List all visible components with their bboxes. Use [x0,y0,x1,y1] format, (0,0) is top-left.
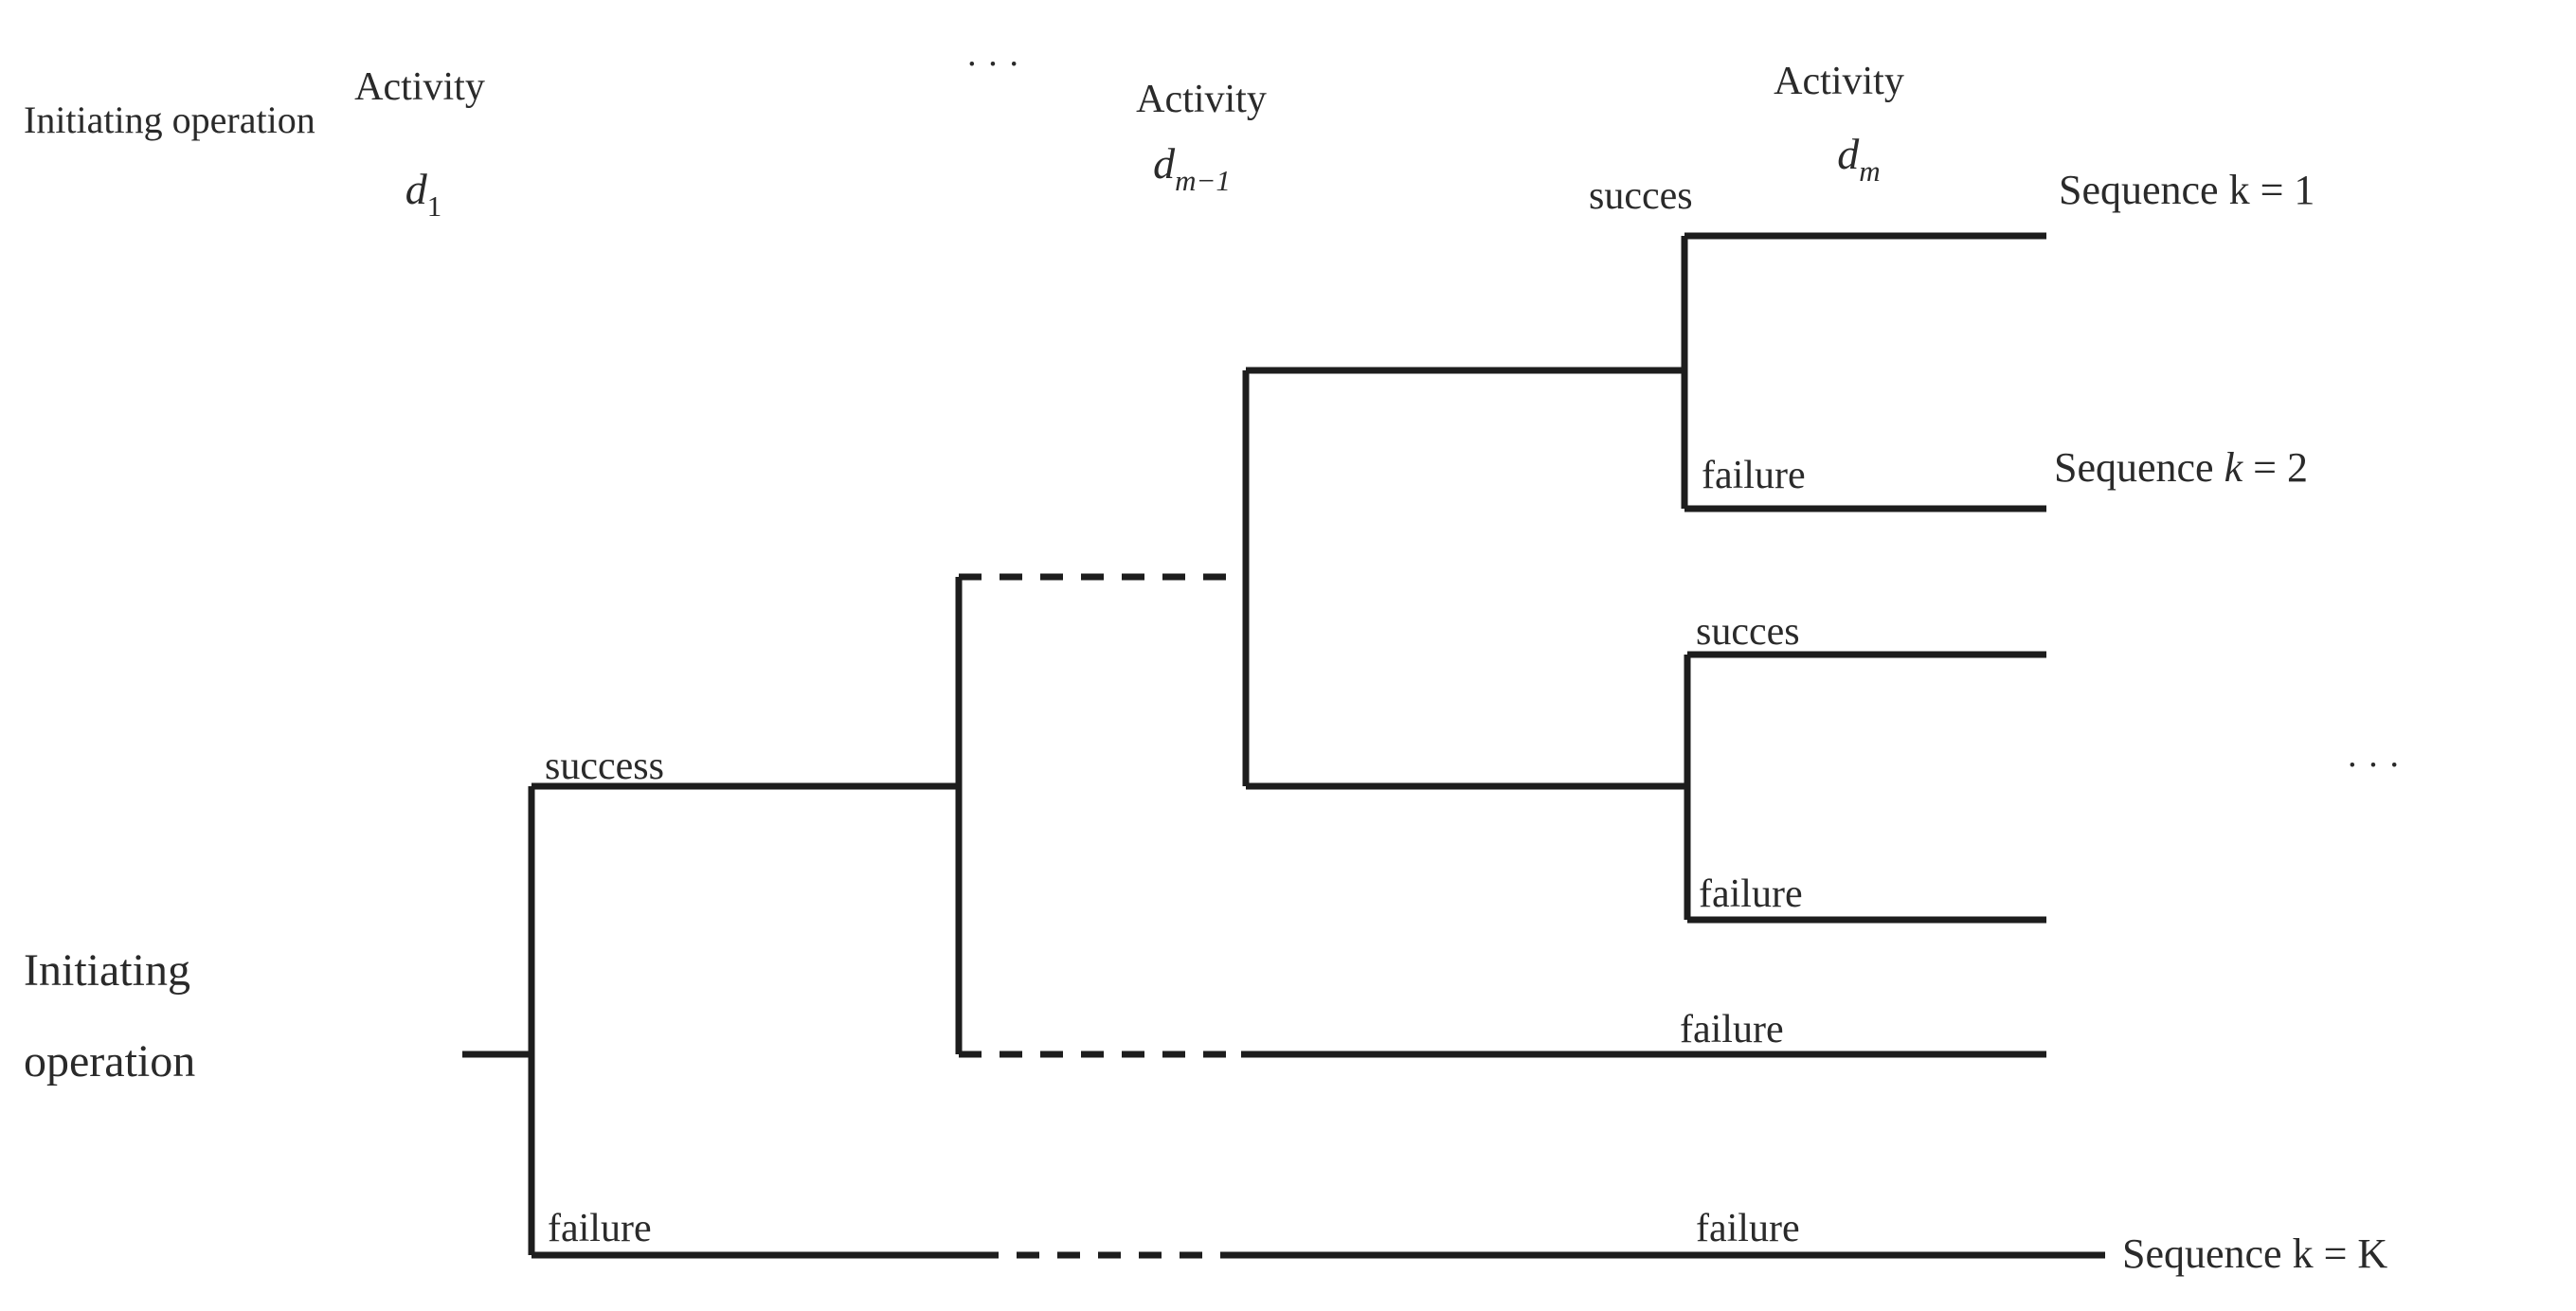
header-activity-dm-symbol: dm [1837,130,1880,188]
header-activity-d1-symbol-text: 1 [427,189,442,223]
header-activity-dm1-symbol: dm−1 [1153,139,1231,197]
label-failure-seq4-text: failure [1699,872,1803,916]
header-activity-dm1-text: Activity [1136,78,1267,121]
header-activity-dm-symbol-text: m [1859,154,1880,188]
header-activity-dm1-symbol-text: m−1 [1175,164,1231,197]
header-activity-dm1-symbol-text: d [1153,139,1176,188]
label-failure-seq4: failure [1699,872,1803,916]
header-initiating-operation-text: Initiating operation [24,99,315,141]
label-ellipsis-right: · · · [2347,745,2401,785]
label-failure-seq2-text: failure [1702,454,1806,497]
label-success-root: success [545,745,664,788]
label-succes-seq3: succes [1696,610,1800,654]
label-sequence-kK: Sequence k = K [2122,1230,2387,1277]
header-activity-d1-text: Activity [354,65,485,109]
label-failure-bottom-text: failure [1696,1207,1800,1250]
header-activity-dm-text: Activity [1774,60,1904,103]
label-success-root-text: success [545,745,664,788]
label-failure-mid-text: failure [1680,1008,1784,1051]
header-initiating-operation: Initiating operation [24,99,315,141]
label-succes-seq3-text: succes [1696,610,1800,654]
header-activity-d1: Activity [354,65,485,109]
label-initiating-line2-text: operation [24,1036,195,1087]
label-succes-seq1: succes [1589,174,1693,218]
label-failure-seq2: failure [1702,454,1806,497]
label-sequence-k2-text: Sequence [2054,444,2225,491]
header-activity-d1-symbol-text: d [405,165,428,213]
header-ellipsis-top-text: · · · [966,45,1020,84]
label-failure-root: failure [548,1207,652,1250]
header-activity-d1-symbol: d1 [405,165,442,223]
label-succes-seq1-text: succes [1589,174,1693,218]
label-initiating-line1: Initiating [24,945,190,996]
header-activity-dm-symbol-text: d [1837,130,1860,178]
label-sequence-k2-text: k [2225,444,2244,491]
label-sequence-k2-text: = 2 [2243,444,2308,491]
label-sequence-kK-text: Sequence k = K [2122,1230,2387,1277]
label-sequence-k2: Sequence k = 2 [2054,444,2308,491]
label-sequence-k1: Sequence k = 1 [2059,167,2315,213]
label-failure-mid: failure [1680,1008,1784,1051]
label-initiating-line1-text: Initiating [24,945,190,996]
header-activity-dm1: Activity [1136,78,1267,121]
header-activity-dm: Activity [1774,60,1904,103]
label-sequence-k1-text: Sequence k = 1 [2059,167,2315,213]
label-ellipsis-right-text: · · · [2347,745,2401,785]
label-initiating-line2: operation [24,1036,195,1087]
label-failure-root-text: failure [548,1207,652,1250]
header-ellipsis-top: · · · [966,45,1020,84]
label-failure-bottom: failure [1696,1207,1800,1250]
